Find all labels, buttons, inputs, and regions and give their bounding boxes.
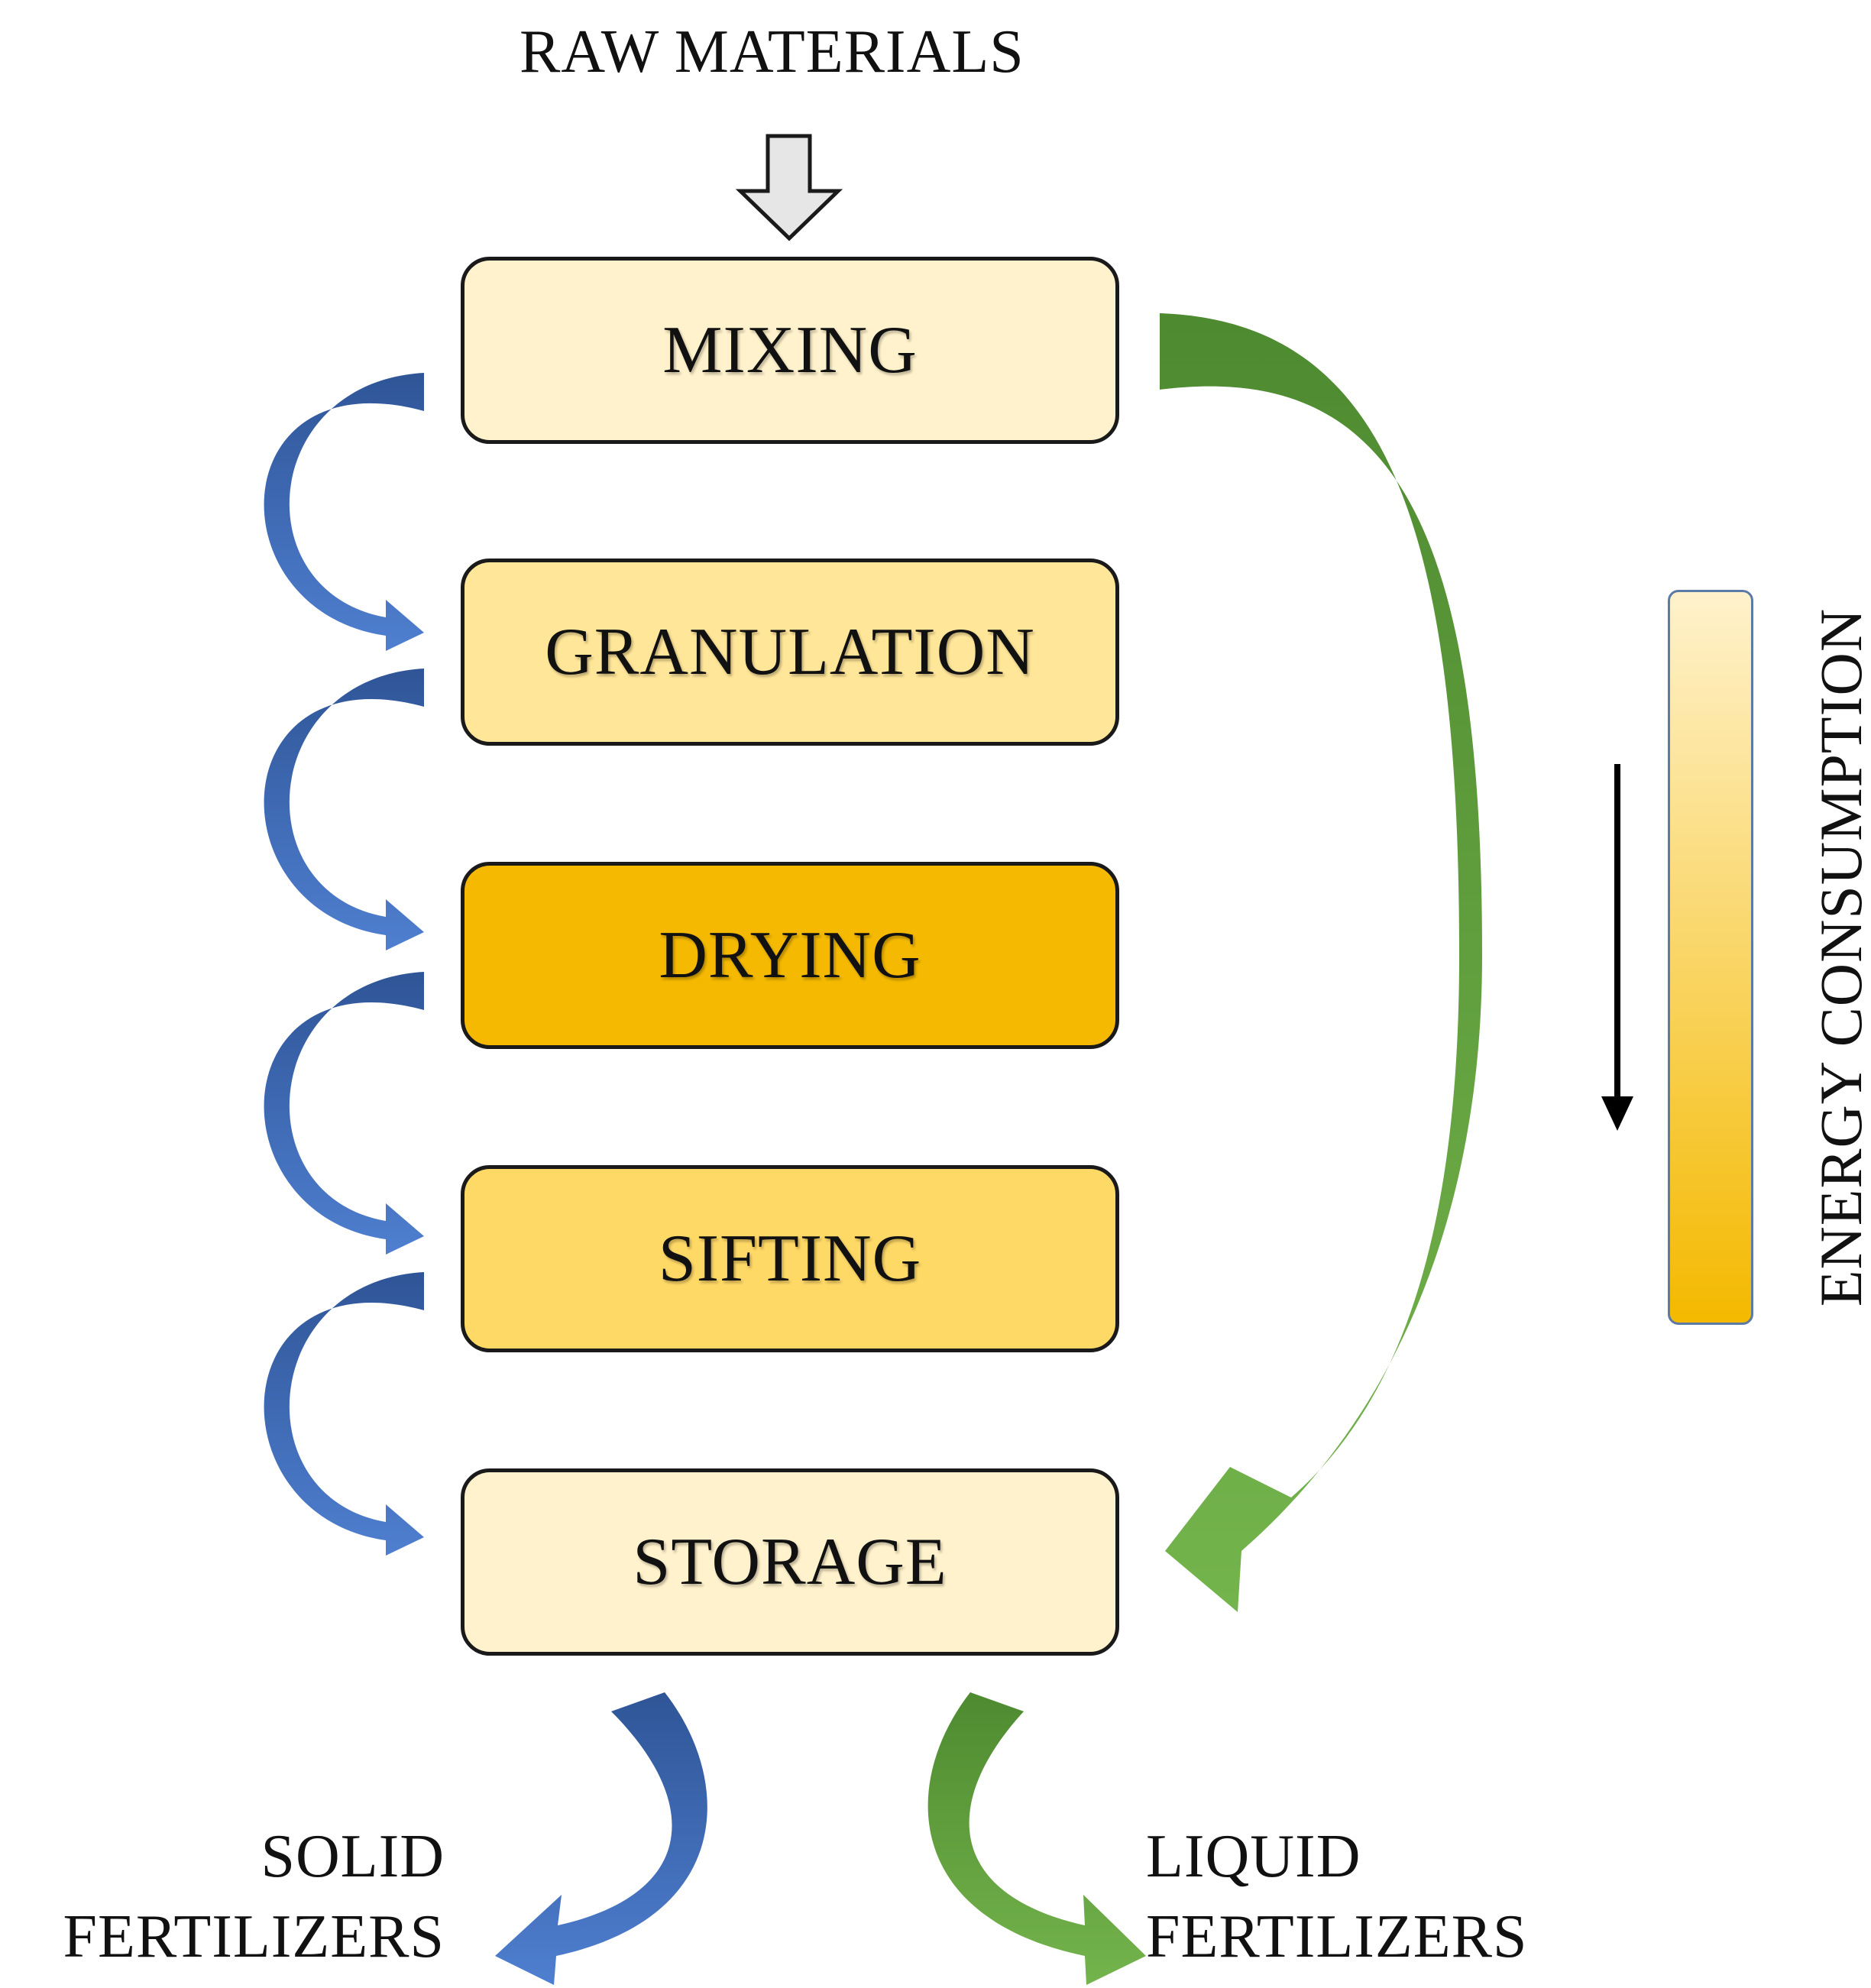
energy-gradient-bar (1668, 590, 1753, 1325)
step-drying: DRYING (461, 862, 1119, 1049)
step-mixing: MIXING (461, 257, 1119, 444)
step-sifting: SIFTING (461, 1165, 1119, 1352)
curved-arrow-mixing-granulation (264, 373, 424, 651)
solid-output-arrow (495, 1692, 707, 1985)
curved-arrow-granulation-drying (264, 669, 424, 950)
bypass-arrow-mixing-storage (1160, 313, 1482, 1612)
solid-fertilizers-line2: FERTILIZERS (63, 1903, 445, 1970)
curved-arrow-drying-sifting (264, 972, 424, 1255)
energy-direction-head (1601, 1096, 1633, 1131)
liquid-fertilizers-line2: FERTILIZERS (1146, 1903, 1528, 1970)
liquid-output-arrow (927, 1692, 1146, 1985)
liquid-fertilizers-line1: LIQUID (1146, 1823, 1361, 1890)
energy-consumption-label: ENERGY CONSUMPTION (1808, 607, 1871, 1307)
step-storage: STORAGE (461, 1468, 1119, 1656)
solid-fertilizers-line1: SOLID (261, 1823, 445, 1890)
curved-arrow-sifting-storage (264, 1272, 424, 1556)
input-arrow (735, 134, 843, 241)
step-granulation: GRANULATION (461, 559, 1119, 746)
raw-materials-label: RAW MATERIALS (520, 18, 1025, 86)
